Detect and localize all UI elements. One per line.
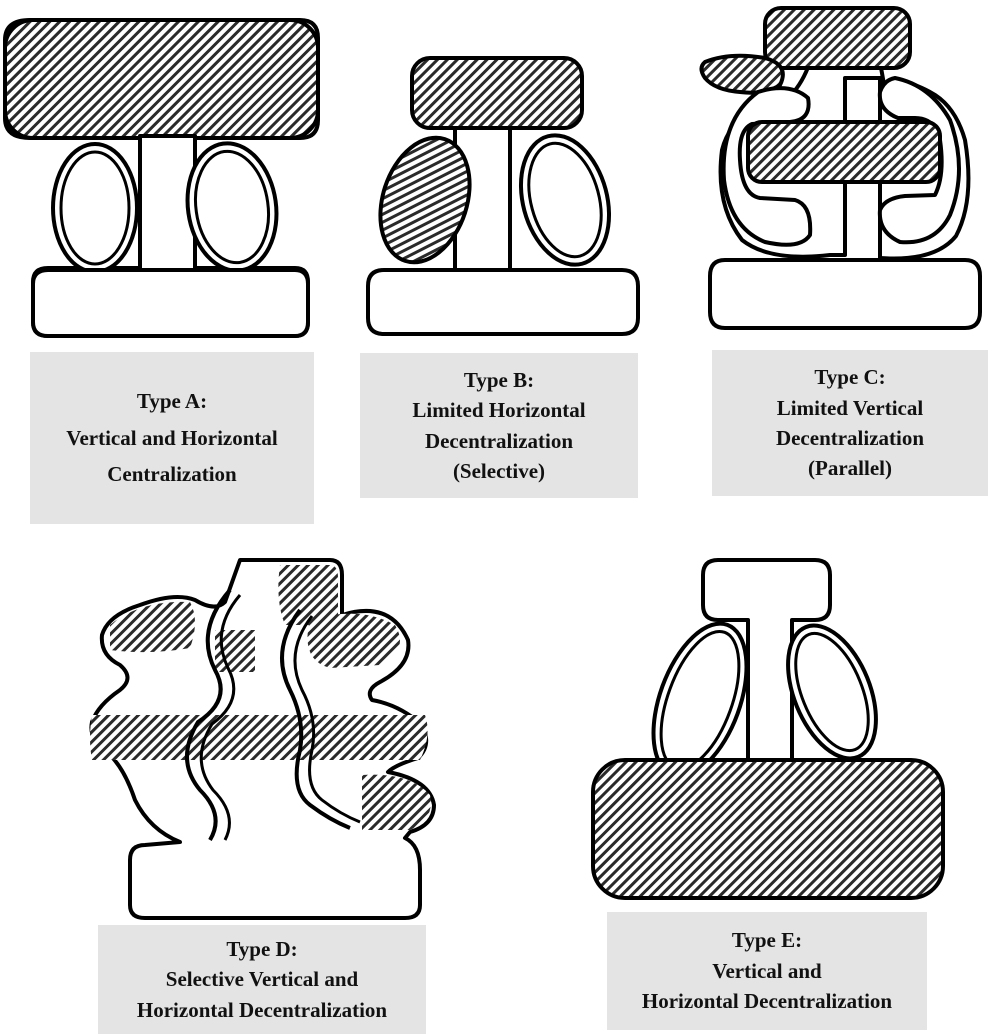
caption-type-e-title: Type E: (732, 925, 802, 955)
caption-type-b-line-3: Decentralization (425, 426, 573, 456)
caption-type-b-line-4: (Selective) (453, 456, 545, 486)
caption-type-d-line-3: Horizontal Decentralization (137, 995, 387, 1025)
caption-type-a-line-2: Vertical and Horizontal (66, 423, 278, 453)
caption-type-c-line-3: Decentralization (776, 423, 924, 453)
diagram-type-a (5, 20, 318, 336)
caption-type-d-line-2: Selective Vertical and (166, 964, 358, 994)
caption-type-a-title: Type A: (137, 386, 207, 416)
type-e-operating-core-shaded (593, 760, 943, 898)
type-c-strategic-apex-shaded (765, 8, 910, 68)
caption-type-d: Type D: Selective Vertical and Horizonta… (98, 925, 426, 1034)
caption-type-c: Type C: Limited Vertical Decentralizatio… (712, 350, 988, 496)
type-d-shaded-middle-band (90, 715, 428, 760)
caption-type-b-line-2: Limited Horizontal (412, 395, 585, 425)
type-c-operating-core (710, 260, 980, 328)
caption-type-e-line-3: Horizontal Decentralization (642, 986, 892, 1016)
type-a-operating-core (33, 270, 308, 336)
type-b-operating-core (368, 270, 638, 334)
type-d-shaded-right-top (308, 614, 401, 668)
diagram-type-d (90, 560, 434, 918)
caption-type-c-line-2: Limited Vertical (777, 393, 923, 423)
type-a-strategic-apex-shaded (5, 20, 318, 138)
type-d-shaded-left-top (110, 602, 195, 652)
caption-type-d-title: Type D: (226, 934, 297, 964)
diagram-type-b (365, 58, 638, 334)
caption-type-b: Type B: Limited Horizontal Decentralizat… (360, 353, 638, 498)
caption-type-a-line-3: Centralization (107, 459, 236, 489)
caption-type-b-title: Type B: (464, 365, 534, 395)
caption-type-e: Type E: Vertical and Horizontal Decentra… (607, 912, 927, 1030)
caption-type-e-line-2: Vertical and (712, 956, 821, 986)
diagram-type-e (593, 560, 943, 898)
caption-type-a: Type A: Vertical and Horizontal Centrali… (30, 352, 314, 524)
type-b-strategic-apex-shaded (412, 58, 582, 128)
type-c-middle-band-shaded (748, 122, 940, 182)
diagram-type-c (702, 8, 981, 328)
caption-type-c-line-4: (Parallel) (808, 453, 892, 483)
caption-type-c-title: Type C: (814, 362, 885, 392)
type-a-technostructure-inner (61, 152, 129, 264)
